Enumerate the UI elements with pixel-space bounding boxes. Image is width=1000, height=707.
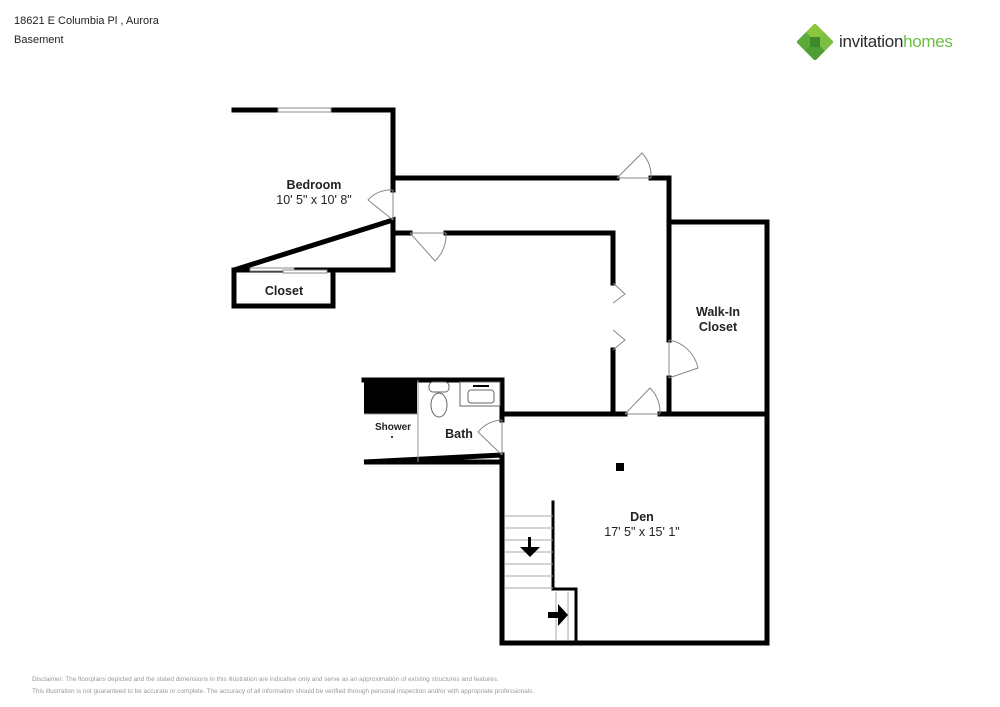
stairs-right-arrow-icon: [548, 604, 568, 626]
bedroom-window: [277, 107, 332, 113]
clover-logo-icon: [797, 24, 833, 60]
den-walls: [499, 411, 770, 646]
walkin-name-line2: Closet: [698, 320, 738, 334]
floor-label: Basement: [14, 34, 64, 46]
address-text: 18621 E Columbia Pl , Aurora: [14, 15, 159, 27]
stairs: [505, 515, 569, 640]
den-dims: 17' 5" x 15' 1": [604, 525, 680, 539]
room-label-shower: Shower: [375, 420, 411, 435]
logo-wordmark: invitationhomes: [839, 32, 953, 52]
walkin-name-line1: Walk-In: [696, 305, 740, 319]
header: 18621 E Columbia Pl , Aurora Basement: [14, 12, 159, 50]
disclaimer-line1: Disclaimer: The floorplans depicted and …: [32, 676, 499, 683]
bedroom-door: [367, 189, 394, 221]
sink-icon: [459, 381, 501, 407]
bifold-door-2: [612, 329, 626, 351]
room-label-bedroom: Bedroom 10' 5" x 10' 8": [276, 178, 352, 208]
room-label-den: Den 17' 5" x 15' 1": [604, 510, 680, 540]
walkin-door: [668, 339, 699, 379]
bath-hall-door: [409, 232, 447, 262]
stairs-down-arrow-icon: [520, 537, 540, 557]
brand-logo: invitationhomes: [797, 24, 953, 60]
logo-word-invitation: invitation: [839, 32, 904, 51]
bedroom-name: Bedroom: [286, 178, 342, 192]
hallway-walls: [390, 175, 672, 417]
room-label-walkin-closet: Walk-In Closet: [696, 305, 740, 335]
room-label-bath: Bath: [445, 427, 473, 442]
bedroom-dims: 10' 5" x 10' 8": [276, 193, 352, 207]
den-door: [624, 387, 661, 415]
shower-name: Shower: [374, 422, 412, 433]
bath-name: Bath: [445, 427, 473, 441]
den-name: Den: [630, 510, 654, 524]
closet-walls: [231, 267, 336, 309]
logo-word-homes: homes: [903, 32, 953, 51]
shower-fill: [364, 380, 417, 414]
walkin-closet-walls: [666, 219, 770, 417]
bifold-door-1: [612, 282, 626, 304]
column: [616, 463, 624, 471]
closet-name: Closet: [264, 284, 304, 298]
hall-door-top: [616, 152, 652, 179]
disclaimer: Disclaimer: The floorplans depicted and …: [32, 674, 534, 698]
bath-door: [477, 419, 503, 456]
room-label-closet: Closet: [265, 284, 303, 299]
toilet-icon: [428, 381, 450, 418]
disclaimer-line2: This illustration is not guaranteed to b…: [32, 688, 535, 695]
